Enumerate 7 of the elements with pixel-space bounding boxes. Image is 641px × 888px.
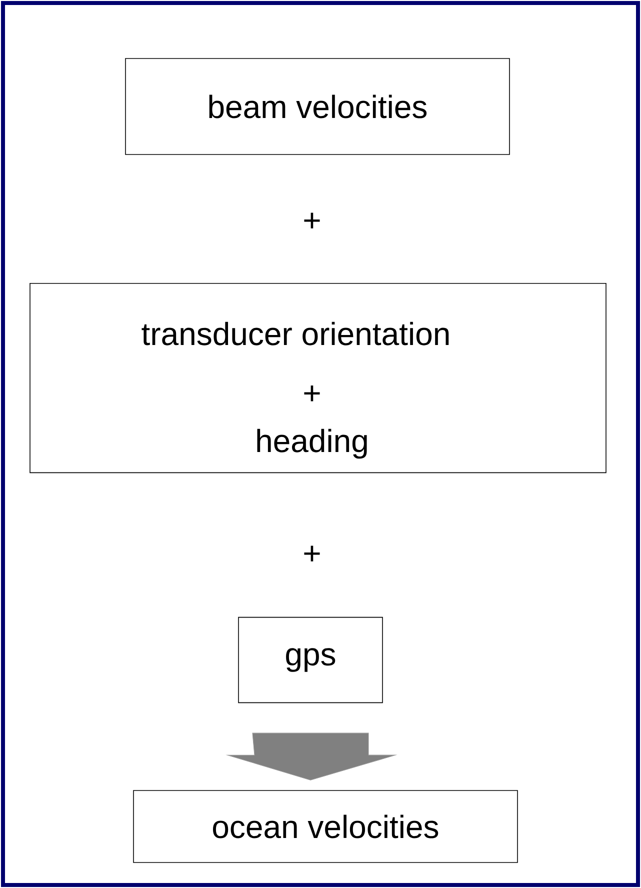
plus-sign: + [304, 546, 320, 562]
block-arrow [226, 732, 398, 780]
process-box: beam velocities [125, 58, 510, 155]
process-box: ocean velocities [133, 790, 518, 863]
process-box: gps [238, 616, 383, 704]
process-box: transducer orientation + heading [30, 282, 606, 474]
plus-sign: + [304, 212, 320, 228]
